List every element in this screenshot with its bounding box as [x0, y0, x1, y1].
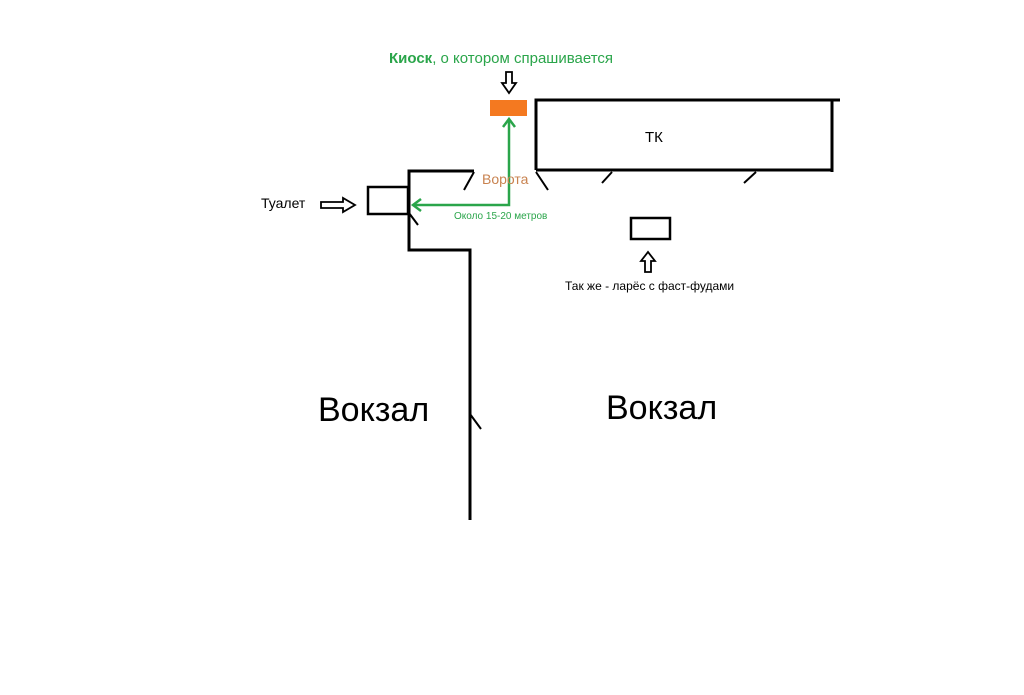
- kiosk-title-rest: , о котором спрашивается: [432, 50, 614, 67]
- toilet-box: [366, 185, 410, 216]
- tk-door-marks: [535, 171, 757, 191]
- tk-building: [534, 98, 840, 172]
- gate-label: Ворота: [482, 171, 529, 187]
- toilet-label: Туалет: [261, 195, 306, 211]
- fast-food-box: [629, 216, 672, 241]
- fast-food-label: Так же - ларёс с фаст-фудами: [565, 279, 735, 293]
- kiosk-title-bold: Киоск: [389, 50, 433, 67]
- kiosk-arrow-icon: [500, 71, 518, 95]
- station-label-left: Вокзал: [318, 391, 430, 429]
- station-wall: [407, 169, 474, 520]
- fast-food-arrow-icon: [639, 250, 657, 273]
- tk-label: ТК: [645, 129, 663, 146]
- kiosk-box: [490, 100, 527, 116]
- station-label-right: Вокзал: [606, 389, 718, 427]
- kiosk-title: Киоск, о котором спрашивается: [389, 51, 613, 66]
- route-path: [410, 116, 516, 212]
- distance-label: Около 15-20 метров: [454, 211, 548, 222]
- toilet-arrow-icon: [320, 196, 357, 214]
- station-door-marks: [408, 171, 482, 430]
